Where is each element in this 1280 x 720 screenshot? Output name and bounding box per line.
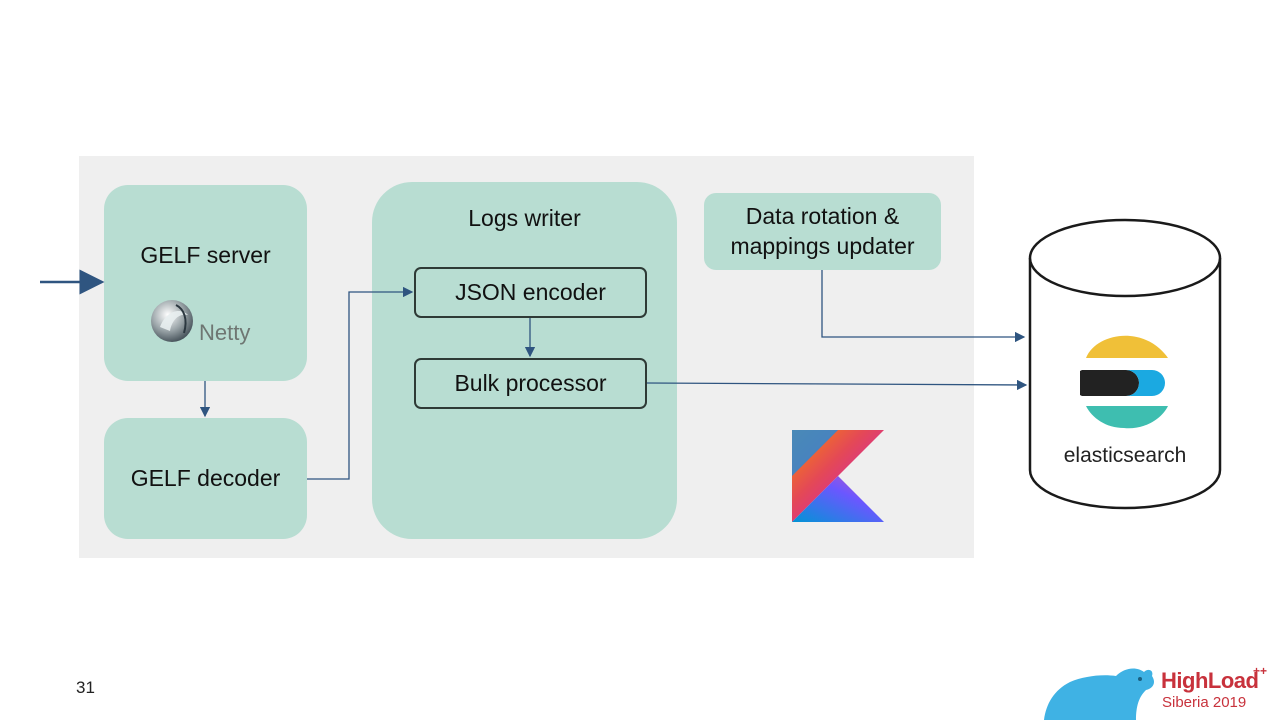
bulk-processor-label: Bulk processor [454, 370, 607, 396]
logs-writer-label: Logs writer [468, 205, 581, 231]
brand-plus: ++ [1253, 664, 1268, 678]
data-rotation-label-line2: mappings updater [730, 232, 915, 259]
page-number: 31 [76, 678, 95, 697]
brand-name: HighLoad [1161, 668, 1259, 693]
gelf-server-box: GELF server [104, 185, 307, 381]
elasticsearch-icon [1080, 335, 1168, 429]
bulk-processor-box: Bulk processor [414, 358, 647, 409]
data-rotation-label-line1: Data rotation & [745, 202, 900, 229]
gelf-decoder-box: GELF decoder [104, 418, 307, 539]
data-rotation-box: Data rotation & mappings updater [704, 193, 941, 270]
json-encoder-label: JSON encoder [455, 279, 606, 305]
gelf-server-label: GELF server [140, 242, 271, 268]
gelf-decoder-label: GELF decoder [130, 464, 281, 491]
netty-icon [151, 300, 193, 342]
bear-icon [1044, 668, 1154, 720]
netty-label: Netty [199, 320, 251, 345]
kotlin-icon [792, 430, 884, 522]
elasticsearch-label: elasticsearch [1063, 444, 1187, 467]
brand-subtitle: Siberia 2019 [1162, 694, 1247, 711]
json-encoder-box: JSON encoder [414, 267, 647, 318]
